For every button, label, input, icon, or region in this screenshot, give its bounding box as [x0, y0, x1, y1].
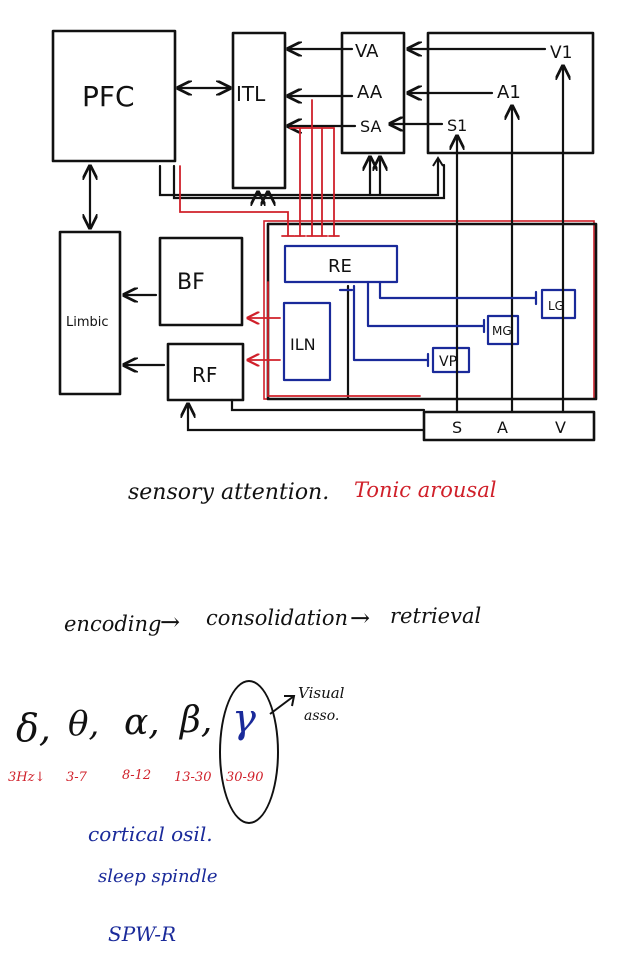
s-input-label: S — [452, 418, 462, 437]
va-label: VA — [355, 41, 379, 62]
theta-range: 3-7 — [66, 770, 87, 785]
rf-box — [166, 342, 245, 402]
cortex-feedback-bus — [158, 158, 440, 197]
alpha-range: 8-12 — [122, 768, 152, 783]
re-to-mg — [366, 280, 486, 328]
re-box — [283, 244, 399, 284]
sensory-input-box — [422, 410, 596, 442]
v1-label: V1 — [550, 43, 572, 63]
re-to-lg — [378, 280, 538, 300]
pfc-label: PFC — [82, 80, 135, 113]
arrow-2: → — [350, 604, 371, 632]
visual-asso-line1: Visual — [298, 684, 345, 702]
re-label: RE — [328, 256, 352, 277]
aa-label: AA — [357, 82, 383, 103]
thalamus-outline — [266, 222, 598, 401]
a1-label: A1 — [497, 82, 521, 103]
beta-symbol: β, — [180, 700, 213, 741]
gamma-to-visual-arrow — [269, 695, 296, 715]
arrow-1: → — [160, 608, 181, 636]
sensory-attention-note: sensory attention. — [128, 480, 330, 505]
association-cortex-box — [340, 31, 406, 155]
limbic-label: Limbic — [66, 315, 109, 330]
vp-box — [431, 346, 471, 374]
delta-symbol: δ, — [16, 706, 51, 750]
tonic-arousal-note: Tonic arousal — [354, 478, 497, 502]
itl-label: ITL — [236, 82, 266, 106]
alpha-symbol: α, — [124, 702, 160, 743]
vp-label: VP — [439, 354, 457, 370]
lg-label: LG — [548, 299, 564, 313]
cortical-osil-note: cortical osil. — [88, 822, 213, 846]
pfc-down-link — [172, 163, 446, 200]
re-to-vp — [352, 284, 430, 362]
rf-loop — [230, 398, 426, 412]
bf-label: BF — [177, 270, 205, 295]
pfc-red-projection — [179, 165, 289, 237]
gamma-range: 30-90 — [226, 770, 264, 785]
retrieval-note: retrieval — [390, 604, 482, 628]
sleep-spindle-note: sleep spindle — [98, 866, 218, 887]
sa-label: SA — [360, 117, 381, 136]
lg-box — [540, 288, 577, 320]
thalamocortical-diagram: PFC ITL VA AA SA V1 A1 S1 Limbic BF RF R… — [51, 29, 598, 442]
iln-box — [282, 301, 332, 382]
visual-asso-line2: asso. — [304, 708, 340, 724]
bf-box — [158, 236, 244, 327]
limbic-box — [58, 230, 122, 396]
s1-label: S1 — [447, 116, 467, 135]
thalamus-outline-red — [263, 220, 595, 400]
itl-box — [231, 31, 287, 190]
iln-label: ILN — [290, 335, 316, 354]
v-input-label: V — [555, 418, 566, 437]
beta-range: 13-30 — [174, 770, 212, 785]
mg-box — [486, 314, 520, 346]
rf-label: RF — [192, 363, 217, 387]
delta-range: 3Hz↓ — [8, 770, 46, 785]
consolidation-note: consolidation — [206, 606, 349, 630]
gamma-symbol: γ — [232, 696, 256, 742]
thalamus-red-feed — [267, 281, 421, 397]
gamma-circle — [219, 680, 279, 824]
rf-return — [188, 404, 426, 432]
encoding-note: encoding — [64, 612, 162, 636]
mg-label: MG — [492, 324, 512, 338]
pfc-box — [51, 29, 177, 163]
spw-r-note: SPW-R — [108, 922, 177, 946]
theta-symbol: θ, — [68, 704, 100, 744]
a-input-label: A — [497, 418, 508, 437]
cortex-feedback-arrowheads — [432, 156, 444, 167]
